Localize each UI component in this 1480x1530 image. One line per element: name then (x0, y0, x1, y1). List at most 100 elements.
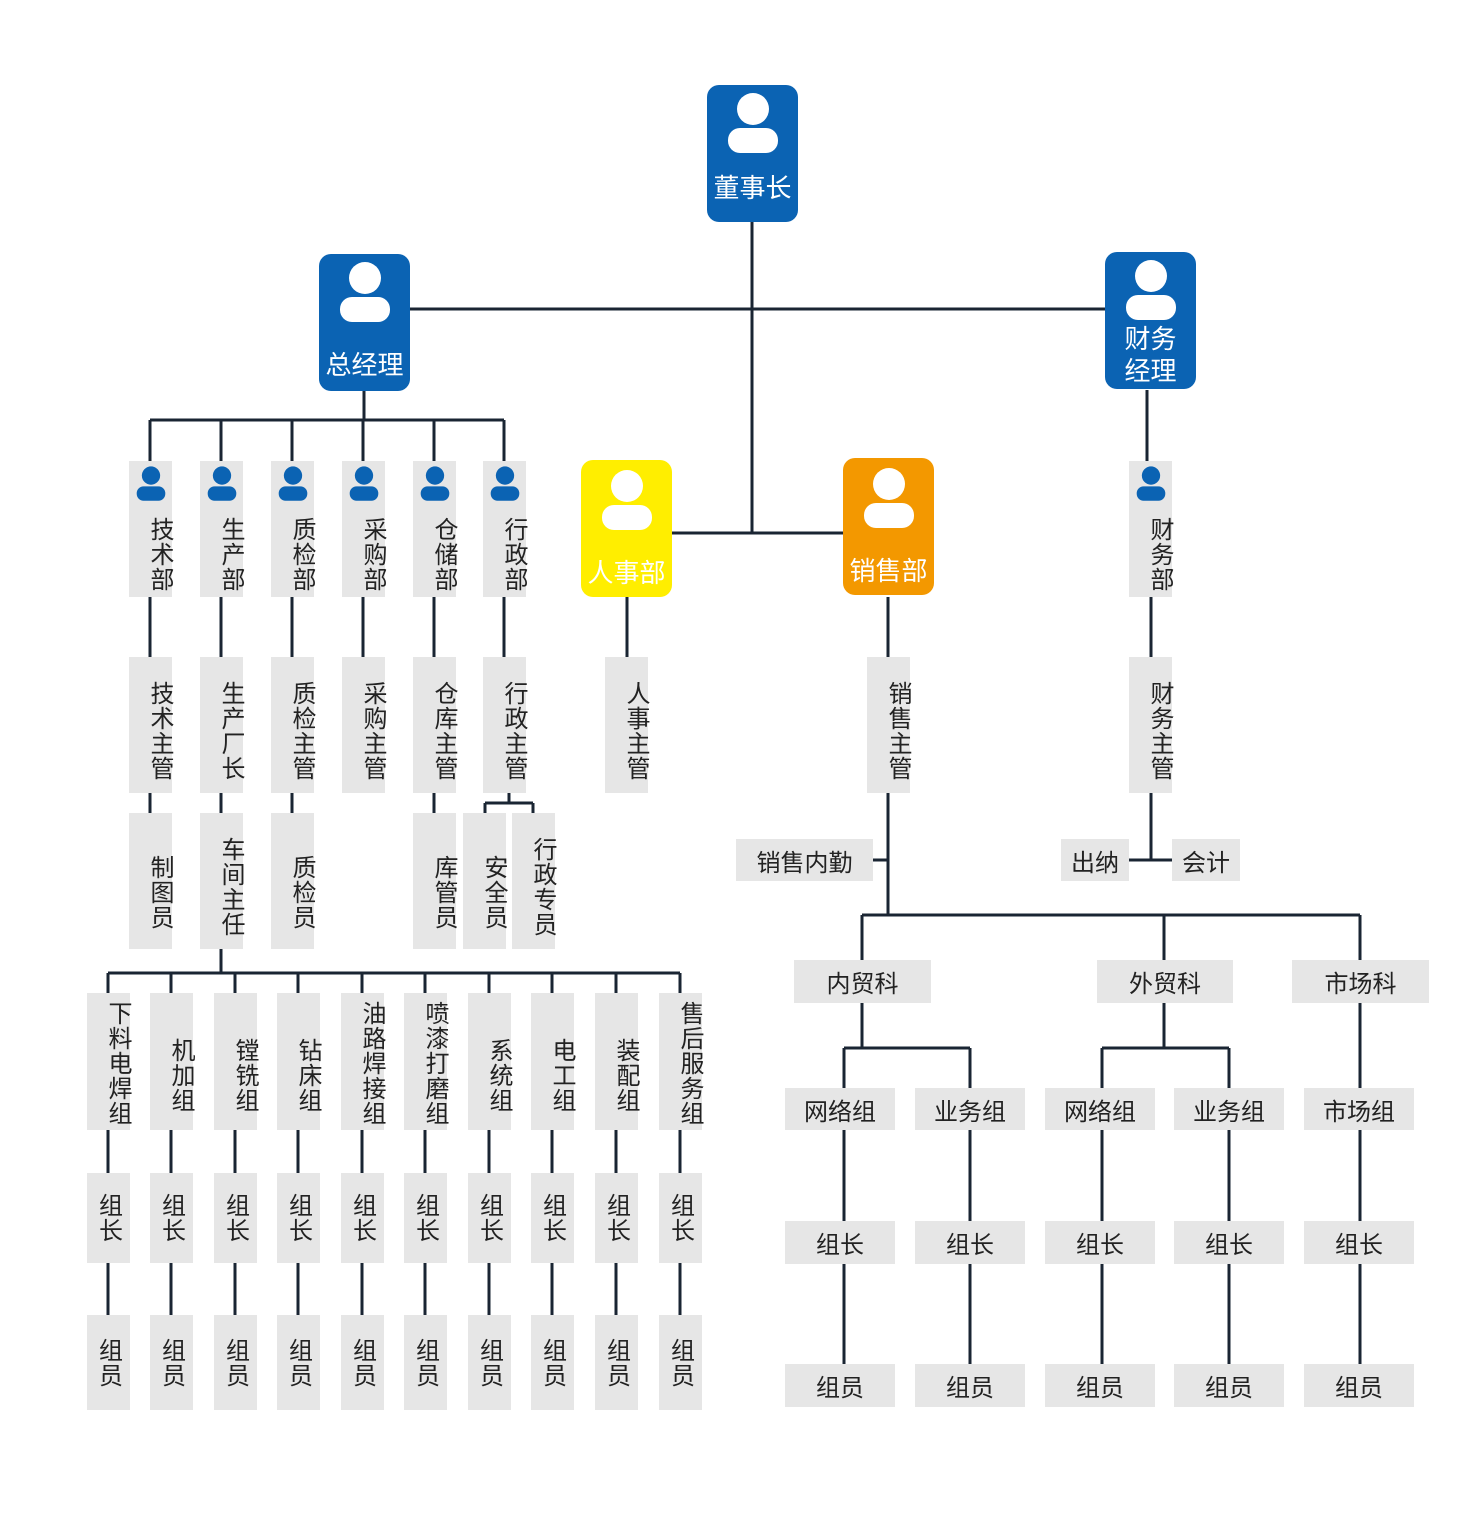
sales-group-leader: 组长 (1304, 1221, 1414, 1264)
group-oil-welding: 油路焊接组 (341, 993, 386, 1130)
staff-inspector: 质检员 (271, 813, 316, 949)
staff-drafter: 制图员 (129, 813, 174, 949)
staff-admin-clerk: 行政专员 (512, 813, 557, 949)
staff-safety-officer: 安全员 (463, 813, 508, 949)
group-leader: 组长 (595, 1173, 638, 1263)
person-icon (420, 466, 449, 501)
dept-name: 行政部 (500, 516, 528, 592)
group-leader: 组长 (214, 1173, 257, 1263)
person-icon (1136, 466, 1165, 501)
hr-dept-card: 人事部 (581, 460, 672, 597)
group-system: 系统组 (468, 993, 513, 1130)
group-cutting-welding: 下料电焊组 (87, 993, 132, 1130)
finance-cashier: 出纳 (1061, 839, 1129, 881)
section-foreign-trade: 外贸科 (1097, 960, 1233, 1003)
section-marketing: 市场科 (1292, 960, 1429, 1003)
group-member: 组员 (277, 1315, 320, 1410)
head-purchasing: 采购主管 (342, 657, 387, 793)
sales-group-leader: 组长 (785, 1221, 895, 1264)
sales-group: 网络组 (1045, 1088, 1155, 1130)
dept-purchasing: 采购部 (342, 461, 387, 597)
head-tech: 技术主管 (129, 657, 174, 793)
sales-group-member: 组员 (1304, 1364, 1414, 1407)
sales-group-member: 组员 (1174, 1364, 1284, 1407)
dept-name: 质检部 (288, 516, 316, 592)
group-member: 组员 (468, 1315, 511, 1410)
group-member: 组员 (341, 1315, 384, 1410)
sales-group-leader: 组长 (1174, 1221, 1284, 1264)
dept-warehouse: 仓储部 (413, 461, 458, 597)
general-manager-label: 总经理 (325, 351, 404, 381)
sales-group: 业务组 (1174, 1088, 1284, 1130)
group-leader: 组长 (87, 1173, 130, 1263)
finance-manager-label: 财务经理 (1124, 325, 1177, 387)
person-icon (863, 468, 914, 528)
dept-name: 财务部 (1146, 516, 1174, 592)
sales-group-member: 组员 (915, 1364, 1025, 1407)
dept-admin: 行政部 (483, 461, 528, 597)
person-icon (136, 466, 165, 501)
head-warehouse: 仓库主管 (413, 657, 458, 793)
group-member: 组员 (87, 1315, 130, 1410)
section-domestic-trade: 内贸科 (794, 960, 931, 1003)
hr-dept-label: 人事部 (587, 559, 666, 589)
group-electric: 电工组 (531, 993, 576, 1130)
head-admin: 行政主管 (483, 657, 528, 793)
group-member: 组员 (214, 1315, 257, 1410)
person-icon (339, 262, 390, 322)
head-quality: 质检主管 (271, 657, 316, 793)
dept-tech: 技术部 (129, 461, 174, 597)
group-leader: 组长 (150, 1173, 193, 1263)
head-hr: 人事主管 (605, 657, 650, 793)
person-icon (601, 470, 652, 530)
finance-manager-card: 财务经理 (1105, 252, 1196, 389)
person-icon (1125, 260, 1176, 320)
group-leader: 组长 (341, 1173, 384, 1263)
group-leader: 组长 (659, 1173, 702, 1263)
group-machining: 机加组 (150, 993, 195, 1130)
group-member: 组员 (150, 1315, 193, 1410)
staff-storekeeper: 库管员 (413, 813, 458, 949)
sales-group-member: 组员 (1045, 1364, 1155, 1407)
person-icon (349, 466, 378, 501)
person-icon (278, 466, 307, 501)
chairman-label: 董事长 (713, 174, 792, 204)
finance-accountant: 会计 (1172, 839, 1240, 881)
dept-production: 生产部 (200, 461, 245, 597)
dept-quality: 质检部 (271, 461, 316, 597)
sales-dept-card: 销售部 (843, 458, 934, 595)
group-leader: 组长 (404, 1173, 447, 1263)
group-leader: 组长 (531, 1173, 574, 1263)
group-member: 组员 (659, 1315, 702, 1410)
group-boring-milling: 镗铣组 (214, 993, 259, 1130)
sales-group-leader: 组长 (915, 1221, 1025, 1264)
general-manager-card: 总经理 (319, 254, 410, 391)
staff-workshop-director: 车间主任 (200, 813, 245, 949)
group-leader: 组长 (277, 1173, 320, 1263)
dept-name: 采购部 (359, 516, 387, 592)
dept-name: 生产部 (217, 516, 245, 592)
group-assembly: 装配组 (595, 993, 640, 1130)
head-finance: 财务主管 (1129, 657, 1174, 793)
group-member: 组员 (595, 1315, 638, 1410)
dept-name: 仓储部 (430, 516, 458, 592)
group-member: 组员 (531, 1315, 574, 1410)
sales-group: 市场组 (1304, 1088, 1414, 1130)
head-sales: 销售主管 (867, 657, 912, 793)
group-drilling: 钻床组 (277, 993, 322, 1130)
group-member: 组员 (404, 1315, 447, 1410)
group-painting: 喷漆打磨组 (404, 993, 449, 1130)
sales-group: 网络组 (785, 1088, 895, 1130)
head-production: 生产厂长 (200, 657, 245, 793)
sales-group-leader: 组长 (1045, 1221, 1155, 1264)
person-icon (207, 466, 236, 501)
person-icon (490, 466, 519, 501)
group-after-sales: 售后服务组 (659, 993, 704, 1130)
sales-assistant: 销售内勤 (736, 839, 873, 881)
sales-group: 业务组 (915, 1088, 1025, 1130)
sales-dept-label: 销售部 (849, 557, 928, 587)
person-icon (727, 93, 778, 153)
dept-finance: 财务部 (1129, 461, 1174, 597)
chairman-card: 董事长 (707, 85, 798, 222)
